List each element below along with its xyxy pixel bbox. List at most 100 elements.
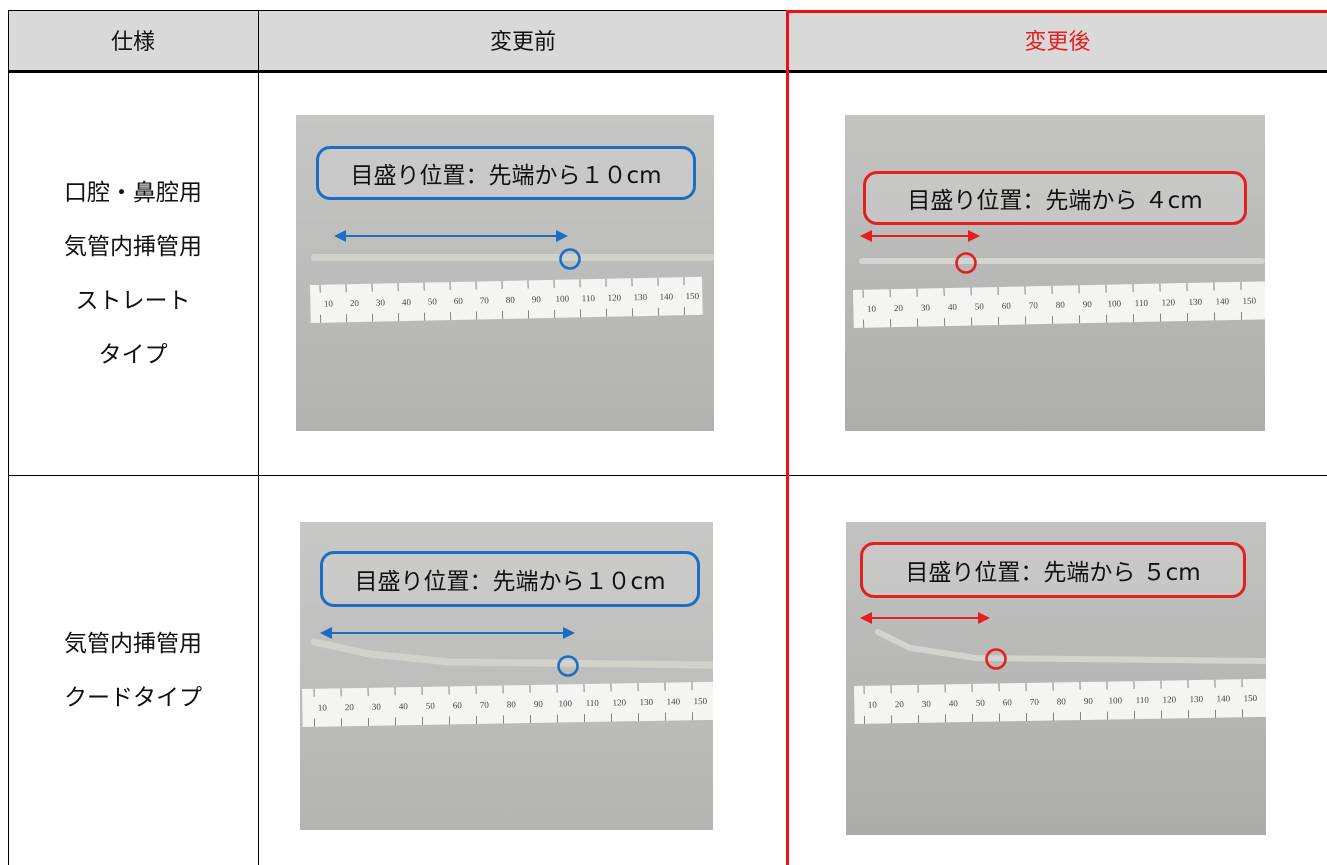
ruler-tick: 90 (1084, 696, 1094, 706)
tube (310, 638, 713, 669)
marker-circle (557, 655, 579, 677)
ruler-tick: 50 (426, 701, 436, 711)
ruler-tick: 80 (1057, 696, 1067, 706)
ruler: 10 20 30 40 50 60 70 80 90 100 110 120 1… (302, 681, 713, 727)
table-top-border (8, 10, 788, 11)
marker-circle (985, 648, 1007, 670)
distance-arrow (860, 612, 990, 624)
tube (875, 629, 1266, 664)
ruler-tick: 110 (1136, 695, 1150, 705)
spec-line: タイプ (98, 342, 168, 368)
ruler-tick: 130 (633, 292, 647, 302)
ruler-tick: 30 (921, 302, 931, 312)
ruler-tick: 30 (372, 702, 382, 712)
ruler-tick: 140 (1216, 693, 1230, 703)
ruler-tick: 110 (582, 293, 596, 303)
ruler-tick: 40 (949, 698, 959, 708)
spec-cell-straight: 口腔・鼻腔用 気管内挿管用 ストレート タイプ (8, 73, 258, 475)
ruler-tick: 140 (1215, 296, 1229, 306)
ruler-tick: 20 (345, 702, 355, 712)
ruler-tick: 60 (1002, 301, 1012, 311)
header-before-label: 変更前 (489, 30, 556, 55)
row-divider (8, 475, 1327, 476)
ruler-tick: 40 (399, 701, 409, 711)
header-spec-label: 仕様 (110, 30, 155, 55)
scale-position-label: 目盛り位置：先端から ４cm (907, 188, 1203, 214)
ruler-tick: 120 (607, 292, 621, 302)
ruler-tick: 120 (1161, 297, 1175, 307)
scale-position-label: 目盛り位置：先端から ５cm (905, 560, 1201, 586)
ruler-tick: 60 (1003, 697, 1013, 707)
ruler-tick: 100 (1108, 695, 1122, 705)
spec-cell-coude: 気管内挿管用 クードタイプ (8, 476, 258, 865)
ruler-tick: 120 (612, 697, 626, 707)
marker-circle (559, 248, 581, 270)
ruler-tick: 20 (350, 298, 360, 308)
ruler-tick: 50 (975, 301, 985, 311)
ruler-tick: 140 (659, 291, 673, 301)
ruler-tick: 140 (666, 696, 680, 706)
after-column-left-border (786, 10, 789, 865)
ruler-tick: 80 (506, 295, 516, 305)
ruler-tick: 40 (948, 302, 958, 312)
ruler-tick: 130 (639, 697, 653, 707)
ruler: 10 20 30 40 50 60 70 80 90 100 110 120 1… (310, 276, 703, 323)
header-after-label: 変更後 (1024, 30, 1091, 55)
ruler-tick: 40 (402, 297, 412, 307)
ruler-tick: 90 (532, 294, 542, 304)
tube (859, 258, 1265, 264)
spec-line: 気管内挿管用 (64, 234, 202, 260)
ruler-tick: 70 (480, 295, 490, 305)
ruler-tick: 70 (1030, 697, 1040, 707)
ruler-tick: 20 (895, 699, 905, 709)
ruler-tick: 120 (1162, 694, 1176, 704)
ruler: 10 20 30 40 50 60 70 80 90 100 110 120 1… (852, 281, 1265, 328)
ruler-tick: 50 (976, 698, 986, 708)
ruler-tick: 150 (685, 291, 699, 301)
ruler-tick: 100 (558, 698, 572, 708)
ruler-tick: 10 (868, 700, 878, 710)
ruler-tick: 10 (318, 703, 328, 713)
ruler-tick: 10 (867, 304, 877, 314)
distance-arrow (860, 230, 980, 242)
ruler-tick: 150 (1242, 296, 1256, 306)
spec-comparison-table: 仕様 変更前 変更後 口腔・鼻腔用 気管内挿管用 ストレート タイプ 気管内挿管… (8, 10, 1327, 865)
spec-line: 口腔・鼻腔用 (64, 180, 202, 206)
spec-line: クードタイプ (64, 684, 202, 711)
distance-arrow (334, 230, 568, 242)
ruler-tick: 70 (480, 700, 490, 710)
ruler-tick: 150 (1243, 693, 1257, 703)
ruler-tick: 110 (1135, 298, 1149, 308)
after-column-top-border (786, 10, 1327, 13)
ruler-tick: 90 (1083, 299, 1093, 309)
scale-position-callout: 目盛り位置：先端から１０cm (316, 146, 696, 200)
marker-circle (955, 252, 977, 274)
distance-arrow (320, 627, 575, 639)
ruler-tick: 150 (693, 696, 707, 706)
ruler-tick: 90 (534, 699, 544, 709)
ruler: 10 20 30 40 50 60 70 80 90 100 110 120 1… (854, 678, 1266, 724)
table-left-border (8, 10, 9, 865)
ruler-tick: 80 (1056, 300, 1066, 310)
scale-position-callout: 目盛り位置：先端から ５cm (860, 542, 1246, 598)
header-after-cell: 変更後 (788, 10, 1327, 70)
ruler-tick: 60 (454, 296, 464, 306)
photo-straight-before: 10 20 30 40 50 60 70 80 90 100 110 120 1… (296, 115, 714, 431)
ruler-tick: 80 (507, 699, 517, 709)
scale-position-callout: 目盛り位置：先端から ４cm (863, 171, 1247, 225)
ruler-tick: 10 (324, 299, 334, 309)
ruler-tick: 110 (586, 698, 600, 708)
ruler-tick: 130 (1189, 694, 1203, 704)
ruler-tick: 30 (376, 297, 386, 307)
ruler-tick: 130 (1188, 297, 1202, 307)
header-spec-cell: 仕様 (8, 10, 258, 70)
photo-coude-before: 10 20 30 40 50 60 70 80 90 100 110 120 1… (300, 522, 713, 830)
column-divider (258, 10, 259, 865)
header-bottom-border (8, 70, 1327, 73)
scale-position-label: 目盛り位置：先端から１０cm (350, 163, 662, 189)
ruler-tick: 60 (453, 700, 463, 710)
tube (311, 254, 714, 261)
tube-ruler-image: 10 20 30 40 50 60 70 80 90 100 110 120 1… (845, 115, 1265, 431)
photo-coude-after: 10 20 30 40 50 60 70 80 90 100 110 120 1… (846, 522, 1266, 835)
ruler-tick: 70 (1029, 300, 1039, 310)
